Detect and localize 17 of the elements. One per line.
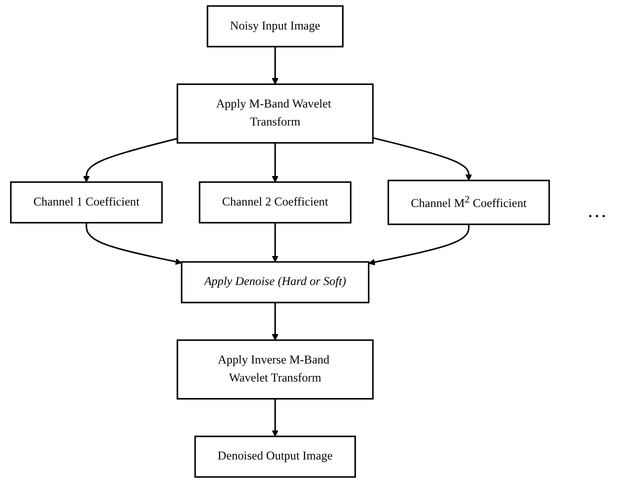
arrow bbox=[272, 302, 278, 340]
node-box: Apply Inverse M-Band Wavelet Transform bbox=[176, 339, 374, 400]
arrow bbox=[372, 137, 472, 181]
arrow bbox=[272, 398, 278, 437]
arrow bbox=[272, 142, 278, 182]
node-box: Apply M-Band Wavelet Transform bbox=[176, 83, 374, 144]
arrow bbox=[86, 222, 182, 265]
node-box: Channel 1 Coefficient bbox=[10, 181, 163, 224]
arrow bbox=[272, 46, 278, 85]
ellipsis-note: … bbox=[587, 200, 607, 223]
node-box: Denoised Output Image bbox=[194, 436, 356, 478]
node-box: Channel M$^{2}$ Coefficient bbox=[388, 180, 550, 226]
node-box: Noisy Input Image bbox=[206, 5, 344, 48]
arrow bbox=[272, 222, 278, 262]
node-box: Channel 2 Coefficient bbox=[198, 181, 352, 224]
arrow bbox=[368, 224, 470, 266]
arrow bbox=[83, 138, 178, 182]
